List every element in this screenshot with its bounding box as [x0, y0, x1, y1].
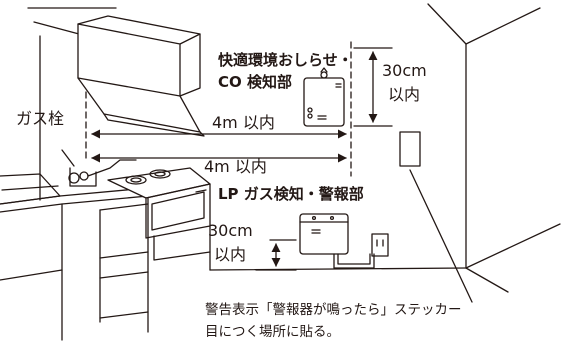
distance-label-lower: 4m 以内 [204, 157, 267, 176]
bottom-height-value: 30cm [208, 221, 253, 240]
room-walls [27, 3, 561, 293]
distance-label-upper: 4m 以内 [212, 113, 275, 132]
caption-leader-line [409, 169, 473, 303]
gas-stove [107, 167, 211, 271]
floor-line [209, 267, 467, 271]
co-detector-label-line1: 快適環境おしらせ・ [218, 51, 353, 69]
top-height-suffix: 以内 [388, 85, 421, 104]
caption-line-1: 警告表示「警報器が鳴ったら」ステッカー [205, 302, 462, 318]
kitchen-counter [0, 173, 149, 341]
top-height-value: 30cm [382, 61, 427, 80]
lp-detector-label: LP ガス検知・警報部 [218, 185, 364, 203]
co-detector-unit [303, 67, 345, 127]
lp-gas-detector-unit [299, 213, 389, 269]
co-detector-label-line2: CO 検知部 [218, 73, 292, 91]
gas-cock-label: ガス栓 [16, 109, 65, 128]
caption-line-2: 目につく場所に貼る。 [205, 324, 340, 340]
range-hood [77, 15, 205, 137]
warning-sticker [399, 131, 421, 167]
bottom-height-suffix: 以内 [214, 245, 247, 264]
